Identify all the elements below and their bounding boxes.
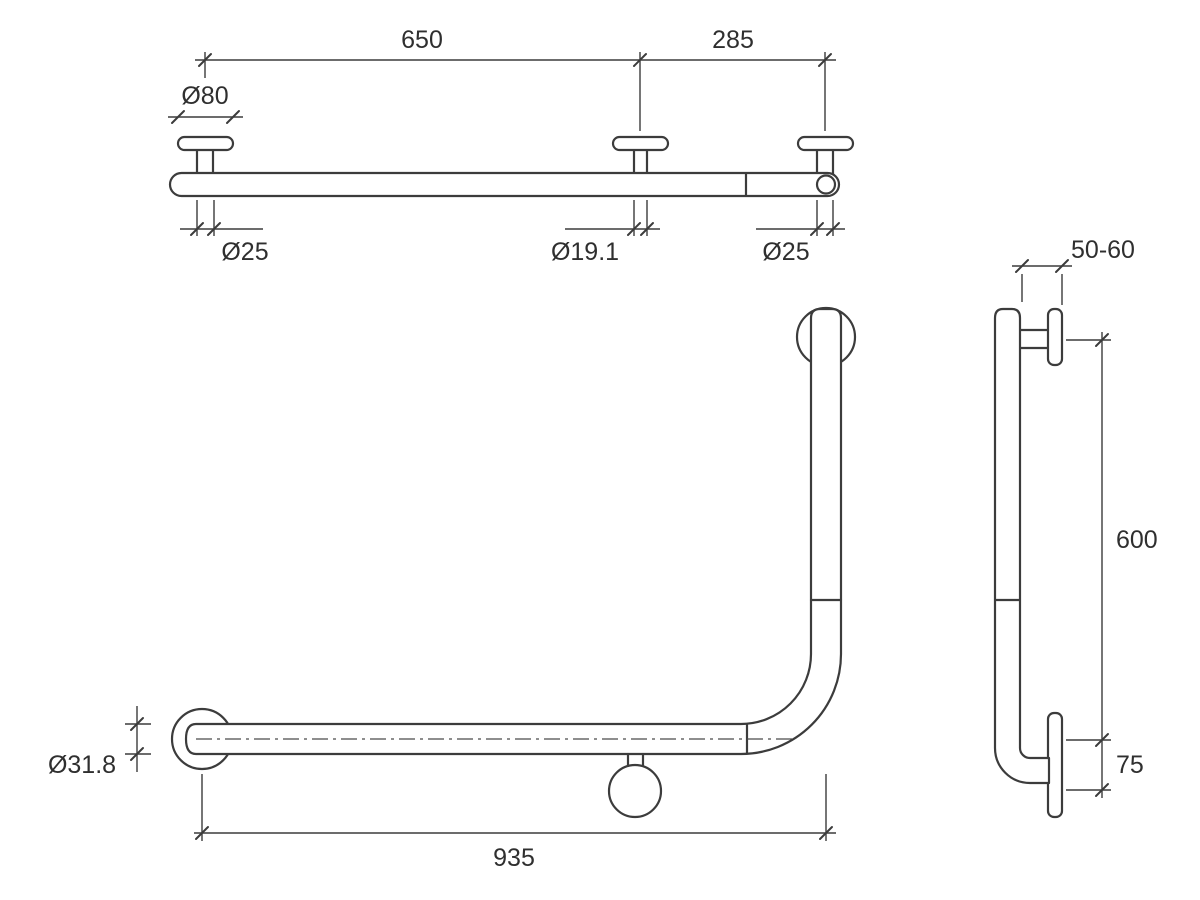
tick-mark <box>198 53 212 67</box>
tick-mark <box>190 222 204 236</box>
flange-cap-right <box>796 135 855 152</box>
tick-mark <box>130 747 144 761</box>
front-view: Ø31.8 935 <box>48 306 857 872</box>
flange-post-middle <box>632 146 649 178</box>
side-wall-plate-top <box>1046 307 1064 367</box>
tick-mark <box>633 53 647 67</box>
front-rail-tube <box>184 307 843 756</box>
dim-overall-width: 935 <box>194 774 836 872</box>
tick-mark <box>1095 333 1109 347</box>
top-rail-tube <box>168 171 841 198</box>
dim-post-left-label: Ø25 <box>221 238 268 266</box>
dim-wall-offset: 50-60 <box>1012 236 1135 305</box>
dim-tube-diameter: Ø31.8 <box>48 706 151 779</box>
dim-wall-offset-label: 50-60 <box>1071 236 1135 264</box>
dim-post-left: Ø25 <box>180 200 269 266</box>
dim-bottom-offset-label: 75 <box>1116 751 1144 779</box>
top-rail-elbow-end <box>815 174 837 195</box>
tick-mark <box>1095 733 1109 747</box>
dim-285-label: 285 <box>712 26 754 54</box>
tick-mark <box>640 222 654 236</box>
top-view: 650 285 Ø80 Ø25 Ø19.1 <box>168 26 855 266</box>
flange-cap-middle <box>611 135 670 152</box>
dim-650-label: 650 <box>401 26 443 54</box>
tick-mark <box>1095 783 1109 797</box>
tick-mark <box>819 826 833 840</box>
dim-post-right: Ø25 <box>756 200 845 266</box>
tick-mark <box>818 53 832 67</box>
dim-flange-diameter: Ø80 <box>168 82 243 124</box>
dim-post-middle: Ø19.1 <box>551 200 660 266</box>
tick-mark <box>627 222 641 236</box>
side-rail-tube <box>993 307 1051 785</box>
dim-post-middle-label: Ø19.1 <box>551 238 619 266</box>
dim-height-label: 600 <box>1116 526 1158 554</box>
dim-post-right-label: Ø25 <box>762 238 809 266</box>
tick-mark <box>810 222 824 236</box>
tick-mark <box>826 222 840 236</box>
wall-flange-bottom <box>607 763 663 819</box>
tick-mark <box>171 110 185 124</box>
tick-mark <box>207 222 221 236</box>
dim-overall-width-label: 935 <box>493 844 535 872</box>
tick-mark <box>226 110 240 124</box>
tick-mark <box>130 717 144 731</box>
dim-flange-label: Ø80 <box>181 82 228 110</box>
dim-heights: 600 75 <box>1066 332 1158 798</box>
side-view: 50-60 600 75 <box>993 236 1158 819</box>
flange-post-right <box>815 146 835 178</box>
tick-mark <box>1055 259 1069 273</box>
dim-tube-diameter-label: Ø31.8 <box>48 751 116 779</box>
flange-cap-left <box>176 135 235 152</box>
dim-length: 650 285 <box>195 26 836 131</box>
flange-post-left <box>195 146 215 178</box>
tick-mark <box>195 826 209 840</box>
tick-mark <box>1015 259 1029 273</box>
